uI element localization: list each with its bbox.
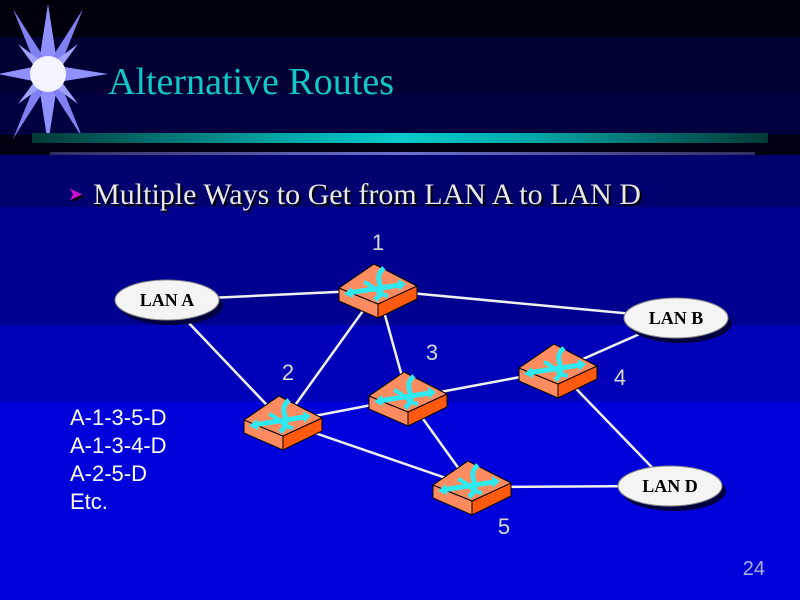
router-label: 1 [372,230,384,255]
lan-label: LAN B [649,308,704,328]
route-list: A-1-3-5-D A-1-3-4-D A-2-5-D Etc. [70,404,167,516]
lan-D[interactable]: LAN D [617,465,726,511]
router-label: 2 [282,360,294,385]
lan-label: LAN A [140,290,195,310]
star-icon [0,4,108,144]
router-arrows-icon [374,374,436,410]
title-divider-thin [50,152,755,155]
lan-A[interactable]: LAN A [114,279,223,325]
title-divider [32,133,768,143]
router-arrows-icon [249,398,311,434]
slide-title: Alternative Routes [108,61,394,103]
lan-label: LAN D [642,476,698,496]
router-1[interactable] [337,263,419,319]
router-arrows-icon [524,346,586,382]
route-item: A-1-3-5-D [70,405,167,430]
bullet-arrow-icon: ➤ [68,184,84,204]
router-2[interactable] [242,395,324,451]
page-number: 24 [742,558,765,580]
router-arrows-icon [344,266,406,302]
bullet-point: ➤ Multiple Ways to Get from LAN A to LAN … [68,178,641,212]
route-item: Etc. [70,489,108,514]
router-4[interactable] [517,343,599,399]
route-item: A-2-5-D [70,461,148,486]
router-5[interactable] [431,460,513,516]
route-item: A-1-3-4-D [70,433,167,458]
bullet-text: Multiple Ways to Get from LAN A to LAN D [93,178,641,211]
router-label: 3 [426,340,438,365]
lan-B[interactable]: LAN B [623,297,732,343]
link-1-2 [281,289,380,423]
router-3[interactable] [367,371,449,427]
router-label: 4 [614,365,626,390]
router-label: 5 [498,514,510,539]
router-arrows-icon [438,463,500,499]
